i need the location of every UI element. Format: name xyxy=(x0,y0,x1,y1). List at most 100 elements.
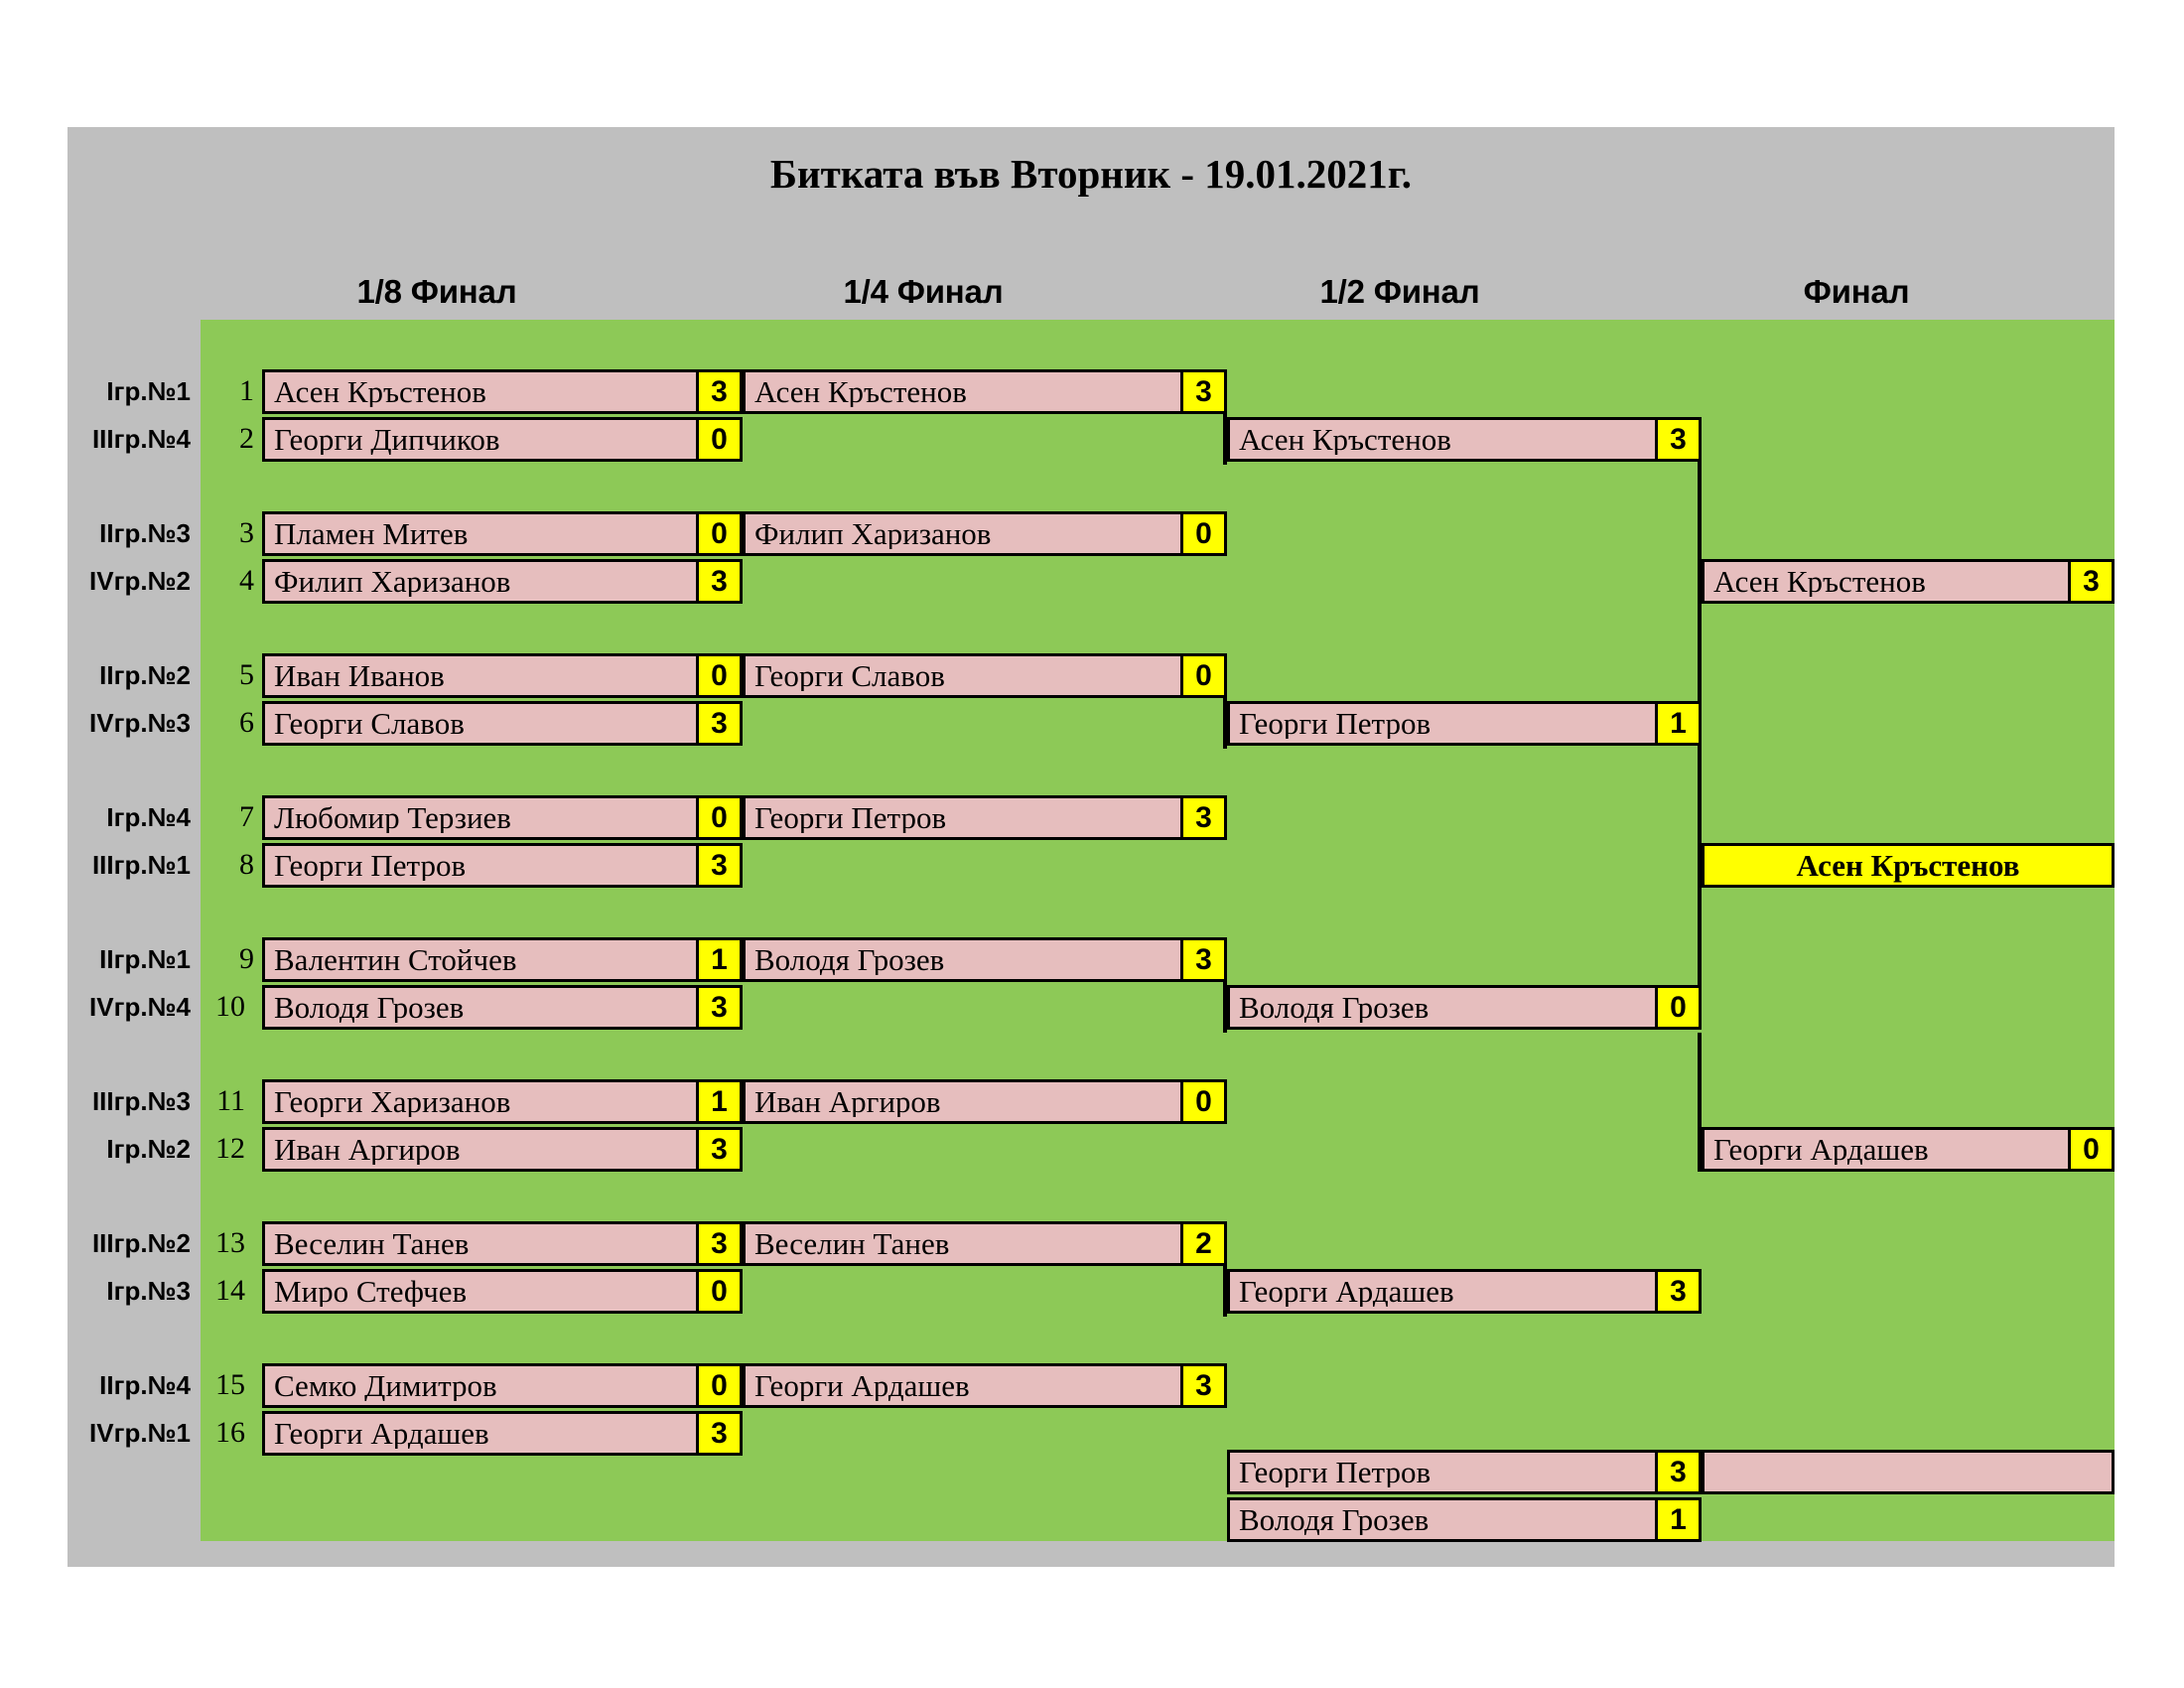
match-slot-qf-8[interactable]: Георги Ардашев 3 xyxy=(743,1363,1227,1408)
match-slot-r16-3[interactable]: Пламен Митев 0 xyxy=(262,511,743,556)
match-slot-qf-4[interactable]: Георги Петров 3 xyxy=(743,795,1227,840)
player-score: 3 xyxy=(696,372,740,411)
group-label-4: IVгр.№2 xyxy=(89,565,191,596)
match-slot-r16-12[interactable]: Иван Аргиров 3 xyxy=(262,1127,743,1172)
player-name: Георги Петров xyxy=(274,850,467,881)
player-score: 3 xyxy=(696,1224,740,1263)
player-name: Георги Петров xyxy=(1239,1457,1432,1487)
match-slot-sf-3[interactable]: Володя Грозев 0 xyxy=(1227,985,1702,1030)
player-score: 0 xyxy=(696,1366,740,1405)
player-score: 0 xyxy=(696,420,740,459)
player-score: 0 xyxy=(696,1272,740,1311)
match-slot-r16-13[interactable]: Веселин Танев 3 xyxy=(262,1221,743,1266)
connector-sf-bot xyxy=(1698,1033,1702,1172)
match-slot-r16-10[interactable]: Володя Грозев 3 xyxy=(262,985,743,1030)
match-slot-r16-6[interactable]: Георги Славов 3 xyxy=(262,701,743,746)
player-score: 0 xyxy=(1180,1082,1224,1121)
match-slot-third-1[interactable]: Георги Петров 3 xyxy=(1227,1450,1702,1494)
seed-number-15: 15 xyxy=(215,1368,245,1401)
player-name: Асен Кръстенов xyxy=(1239,424,1451,455)
player-score: 0 xyxy=(2068,1130,2112,1169)
match-slot-r16-14[interactable]: Миро Стефчев 0 xyxy=(262,1269,743,1314)
player-score: 3 xyxy=(1655,1272,1699,1311)
group-label-8: IIIгр.№1 xyxy=(91,849,191,880)
match-slot-final-2[interactable]: Георги Ардашев 0 xyxy=(1702,1127,2115,1172)
connector-qf2 xyxy=(1223,653,1227,749)
seed-number-11: 11 xyxy=(216,1084,245,1117)
player-name: Володя Грозев xyxy=(274,992,465,1023)
seed-number-14: 14 xyxy=(215,1274,245,1307)
player-name: Веселин Танев xyxy=(274,1228,470,1259)
player-score: 2 xyxy=(1180,1224,1224,1263)
seed-number-12: 12 xyxy=(215,1132,245,1165)
player-score: 0 xyxy=(1655,988,1699,1027)
group-label-12: Iгр.№2 xyxy=(106,1133,191,1164)
match-slot-r16-8[interactable]: Георги Петров 3 xyxy=(262,843,743,888)
player-name: Володя Грозев xyxy=(1239,1504,1430,1535)
match-slot-sf-2[interactable]: Георги Петров 1 xyxy=(1227,701,1702,746)
match-slot-sf-1[interactable]: Асен Кръстенов 3 xyxy=(1227,417,1702,462)
match-slot-r16-16[interactable]: Георги Ардашев 3 xyxy=(262,1411,743,1456)
group-label-6: IVгр.№3 xyxy=(89,707,191,738)
seed-number-8: 8 xyxy=(239,848,254,881)
match-slot-qf-5[interactable]: Володя Грозев 3 xyxy=(743,937,1227,982)
match-slot-r16-11[interactable]: Георги Харизанов 1 xyxy=(262,1079,743,1124)
seed-number-5: 5 xyxy=(239,658,254,691)
player-score: 3 xyxy=(696,988,740,1027)
match-slot-qf-7[interactable]: Веселин Танев 2 xyxy=(743,1221,1227,1266)
player-score: 0 xyxy=(696,656,740,695)
player-name: Георги Дипчиков xyxy=(274,424,500,455)
player-name: Володя Грозев xyxy=(754,944,945,975)
player-name: Георги Петров xyxy=(754,802,947,833)
group-label-14: Iгр.№3 xyxy=(106,1275,191,1306)
group-label-11: IIIгр.№3 xyxy=(91,1085,191,1116)
player-score: 3 xyxy=(2068,562,2112,601)
player-name: Георги Славов xyxy=(754,660,945,691)
player-score: 3 xyxy=(1655,1453,1699,1491)
player-score: 3 xyxy=(1655,420,1699,459)
seed-number-6: 6 xyxy=(239,706,254,739)
seed-number-1: 1 xyxy=(239,374,254,407)
player-name: Асен Кръстенов xyxy=(1713,566,1926,597)
match-slot-r16-5[interactable]: Иван Иванов 0 xyxy=(262,653,743,698)
match-slot-r16-2[interactable]: Георги Дипчиков 0 xyxy=(262,417,743,462)
player-score: 1 xyxy=(696,1082,740,1121)
match-slot-qf-6[interactable]: Иван Аргиров 0 xyxy=(743,1079,1227,1124)
player-score: 0 xyxy=(696,514,740,553)
group-label-9: IIгр.№1 xyxy=(99,943,191,974)
player-score: 3 xyxy=(696,1130,740,1169)
page-title: Битката във Вторник - 19.01.2021г. xyxy=(769,151,1413,197)
connector-qf3 xyxy=(1223,937,1227,1033)
player-name: Асен Кръстенов xyxy=(274,376,486,407)
group-label-5: IIгр.№2 xyxy=(99,659,191,690)
player-name: Веселин Танев xyxy=(754,1228,950,1259)
match-slot-qf-3[interactable]: Георги Славов 0 xyxy=(743,653,1227,698)
group-label-3: IIгр.№3 xyxy=(99,517,191,548)
match-slot-third-2[interactable]: Володя Грозев 1 xyxy=(1227,1497,1702,1542)
connector-qf1 xyxy=(1223,369,1227,465)
match-slot-r16-1[interactable]: Асен Кръстенов 3 xyxy=(262,369,743,414)
match-slot-qf-2[interactable]: Филип Харизанов 0 xyxy=(743,511,1227,556)
group-label-10: IVгр.№4 xyxy=(89,991,191,1022)
player-name: Георги Ардашев xyxy=(754,1370,970,1401)
player-name: Георги Ардашев xyxy=(274,1418,489,1449)
round-header-r8: 1/4 Финал xyxy=(843,273,1004,310)
match-slot-r16-9[interactable]: Валентин Стойчев 1 xyxy=(262,937,743,982)
round-header-final: Финал xyxy=(1803,273,1910,310)
match-slot-qf-1[interactable]: Асен Кръстенов 3 xyxy=(743,369,1227,414)
champion-box[interactable]: Асен Кръстенов xyxy=(1702,843,2115,888)
match-slot-r16-7[interactable]: Любомир Терзиев 0 xyxy=(262,795,743,840)
match-slot-r16-15[interactable]: Семко Димитров 0 xyxy=(262,1363,743,1408)
seed-number-7: 7 xyxy=(239,800,254,833)
player-score: 3 xyxy=(696,562,740,601)
match-slot-r16-4[interactable]: Филип Харизанов 3 xyxy=(262,559,743,604)
group-label-13: IIIгр.№2 xyxy=(91,1227,191,1258)
player-score: 0 xyxy=(696,798,740,837)
match-slot-sf-4[interactable]: Георги Ардашев 3 xyxy=(1227,1269,1702,1314)
player-name: Георги Славов xyxy=(274,708,465,739)
player-score: 3 xyxy=(1180,940,1224,979)
match-slot-final-1[interactable]: Асен Кръстенов 3 xyxy=(1702,559,2115,604)
third-place-empty-box xyxy=(1702,1450,2115,1494)
seed-number-9: 9 xyxy=(239,942,254,975)
